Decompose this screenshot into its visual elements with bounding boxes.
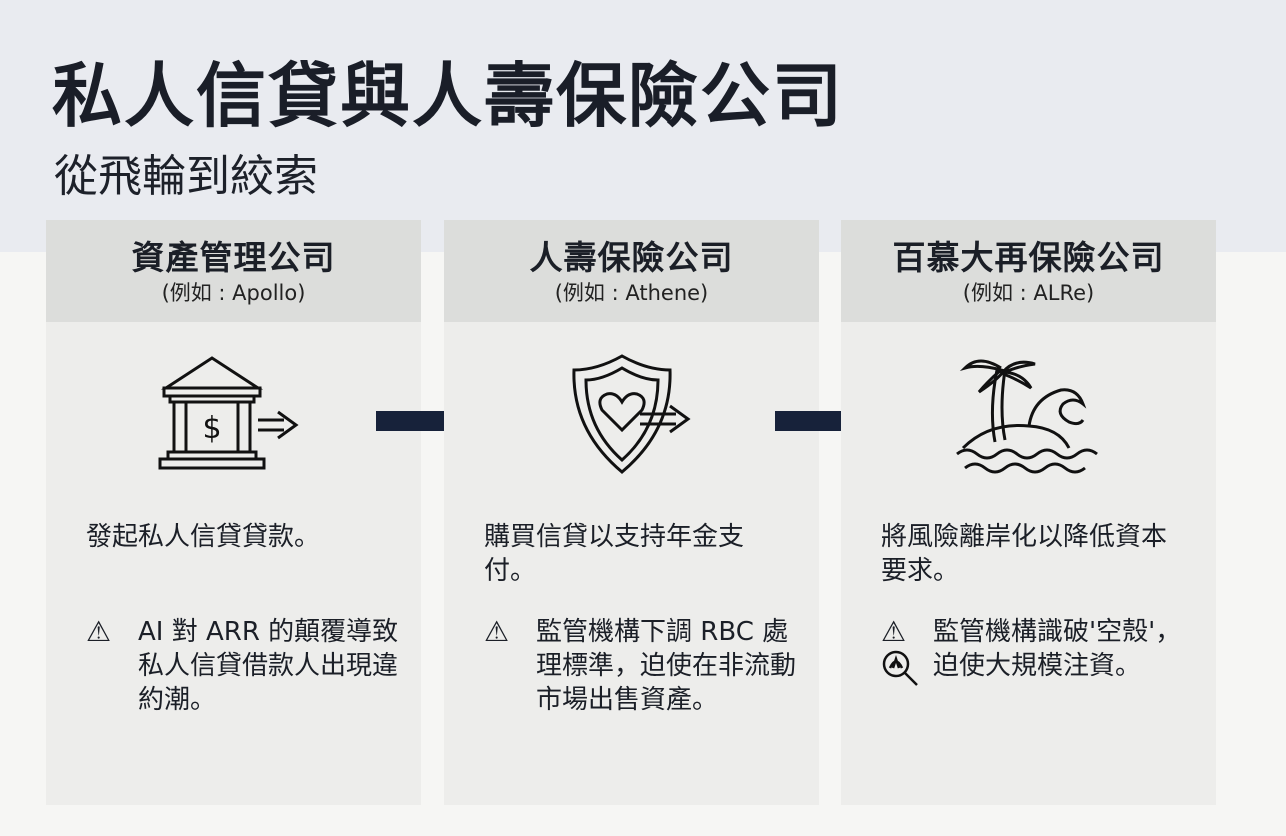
warning-text: 監管機構下調 RBC 處理標準，迫使在非流動市場出售資產。 bbox=[536, 617, 797, 715]
svg-text:$: $ bbox=[202, 411, 221, 446]
page-subtitle: 從飛輪到絞索 bbox=[54, 151, 318, 202]
bank-dollar-arrow-icon: $ bbox=[46, 350, 421, 480]
card-header: 百慕大再保險公司 (例如 : ALRe) bbox=[841, 220, 1216, 322]
island-wave-icon bbox=[841, 350, 1216, 480]
warning-icon: ⚠ bbox=[484, 615, 510, 648]
card-life-insurer: 人壽保險公司 (例如 : Athene) 購買信貸以支持年金支付。 ⚠ 監管機構… bbox=[444, 220, 819, 805]
warning-text: AI 對 ARR 的顛覆導致私人信貸借款人出現違約潮。 bbox=[138, 617, 399, 715]
card-title: 百慕大再保險公司 bbox=[892, 238, 1165, 277]
card-example: (例如 : Apollo) bbox=[161, 281, 306, 305]
card-asset-manager: 資產管理公司 (例如 : Apollo) $ 發起私人信貸貸款。 ⚠ AI 對 … bbox=[46, 220, 421, 805]
shield-heart-arrow-icon bbox=[444, 350, 819, 480]
header-band bbox=[0, 0, 1286, 252]
card-description: 購買信貸以支持年金支付。 bbox=[484, 522, 745, 586]
card-title: 人壽保險公司 bbox=[529, 238, 734, 277]
card-description: 發起私人信貸貸款。 bbox=[86, 522, 321, 552]
card-warning: ⚠ AI 對 ARR 的顛覆導致私人信貸借款人出現違約潮。 bbox=[86, 615, 401, 717]
warning-icon: ⚠ bbox=[86, 615, 112, 648]
card-warning: ⚠ 監管機構下調 RBC 處理標準，迫使在非流動市場出售資產。 bbox=[484, 615, 799, 717]
warning-text: 監管機構識破'空殼'，迫使大規模注資。 bbox=[933, 617, 1182, 681]
card-warning: ⚠ 監管機構識破'空殼'，迫使大規模注資。 bbox=[881, 615, 1196, 689]
magnifier-shell-icon bbox=[882, 650, 918, 686]
card-example: (例如 : ALRe) bbox=[962, 281, 1095, 305]
card-description: 將風險離岸化以降低資本要求。 bbox=[881, 522, 1168, 586]
card-example: (例如 : Athene) bbox=[554, 281, 709, 305]
card-header: 資產管理公司 (例如 : Apollo) bbox=[46, 220, 421, 322]
warning-icon: ⚠ bbox=[881, 615, 907, 648]
page-title: 私人信貸與人壽保險公司 bbox=[52, 55, 844, 137]
card-bermuda-reinsurer: 百慕大再保險公司 (例如 : ALRe) 將風險離岸化以降低資本要求。 ⚠ 監管… bbox=[841, 220, 1216, 805]
card-header: 人壽保險公司 (例如 : Athene) bbox=[444, 220, 819, 322]
card-title: 資產管理公司 bbox=[131, 238, 336, 277]
